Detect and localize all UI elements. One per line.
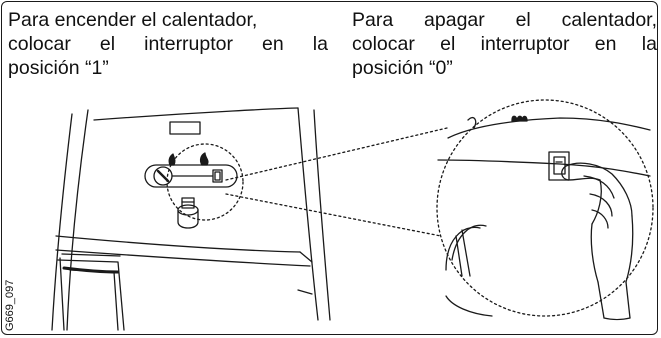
word: Para <box>352 9 394 31</box>
zoom-connector-lower <box>225 193 442 237</box>
caption-turn-off-line-1: Para apagar el calentador, <box>352 8 657 32</box>
word: la <box>641 33 657 55</box>
word: la <box>312 33 328 55</box>
flame-small-icon <box>168 153 176 166</box>
word: el <box>440 33 456 55</box>
temperature-knob <box>177 197 199 229</box>
top-slot <box>169 121 201 135</box>
caption-turn-on-line-1: Para encender el calentador, <box>8 9 258 31</box>
word: en <box>594 33 617 55</box>
word: calentador, <box>561 9 657 31</box>
word: interruptor <box>144 33 233 55</box>
zoom-circle-large <box>436 99 654 317</box>
caption-turn-off-line-3: posición “0” <box>352 57 453 79</box>
magnified-detail <box>437 115 651 317</box>
word: el <box>99 33 116 55</box>
word: colocar <box>352 33 415 55</box>
caption-turn-on-line-3: posición “1” <box>8 57 109 79</box>
word: interruptor <box>480 33 570 55</box>
word: en <box>262 33 284 55</box>
flame-large-icon <box>199 152 209 166</box>
heater-body <box>51 107 331 331</box>
caption-turn-off: Para apagar el calentador, colocar el in… <box>352 8 657 80</box>
caption-turn-off-line-2: colocar el interruptor en la <box>352 32 657 56</box>
caption-turn-on-line-2: colocar el interruptor en la <box>8 32 328 56</box>
caption-turn-on: Para encender el calentador, colocar el … <box>8 8 328 80</box>
word: el <box>515 9 531 31</box>
word: colocar <box>8 33 71 55</box>
control-panel <box>144 164 238 188</box>
hand-icon <box>561 162 634 321</box>
figure-code: G669_097 <box>4 279 16 331</box>
power-switch-magnified <box>548 151 570 181</box>
power-switch-icon <box>212 169 223 183</box>
word: apagar <box>424 9 485 31</box>
zoom-circle-small <box>166 143 244 221</box>
zoom-connector-upper <box>225 127 448 181</box>
flame-large-magnified-icon <box>511 115 528 122</box>
